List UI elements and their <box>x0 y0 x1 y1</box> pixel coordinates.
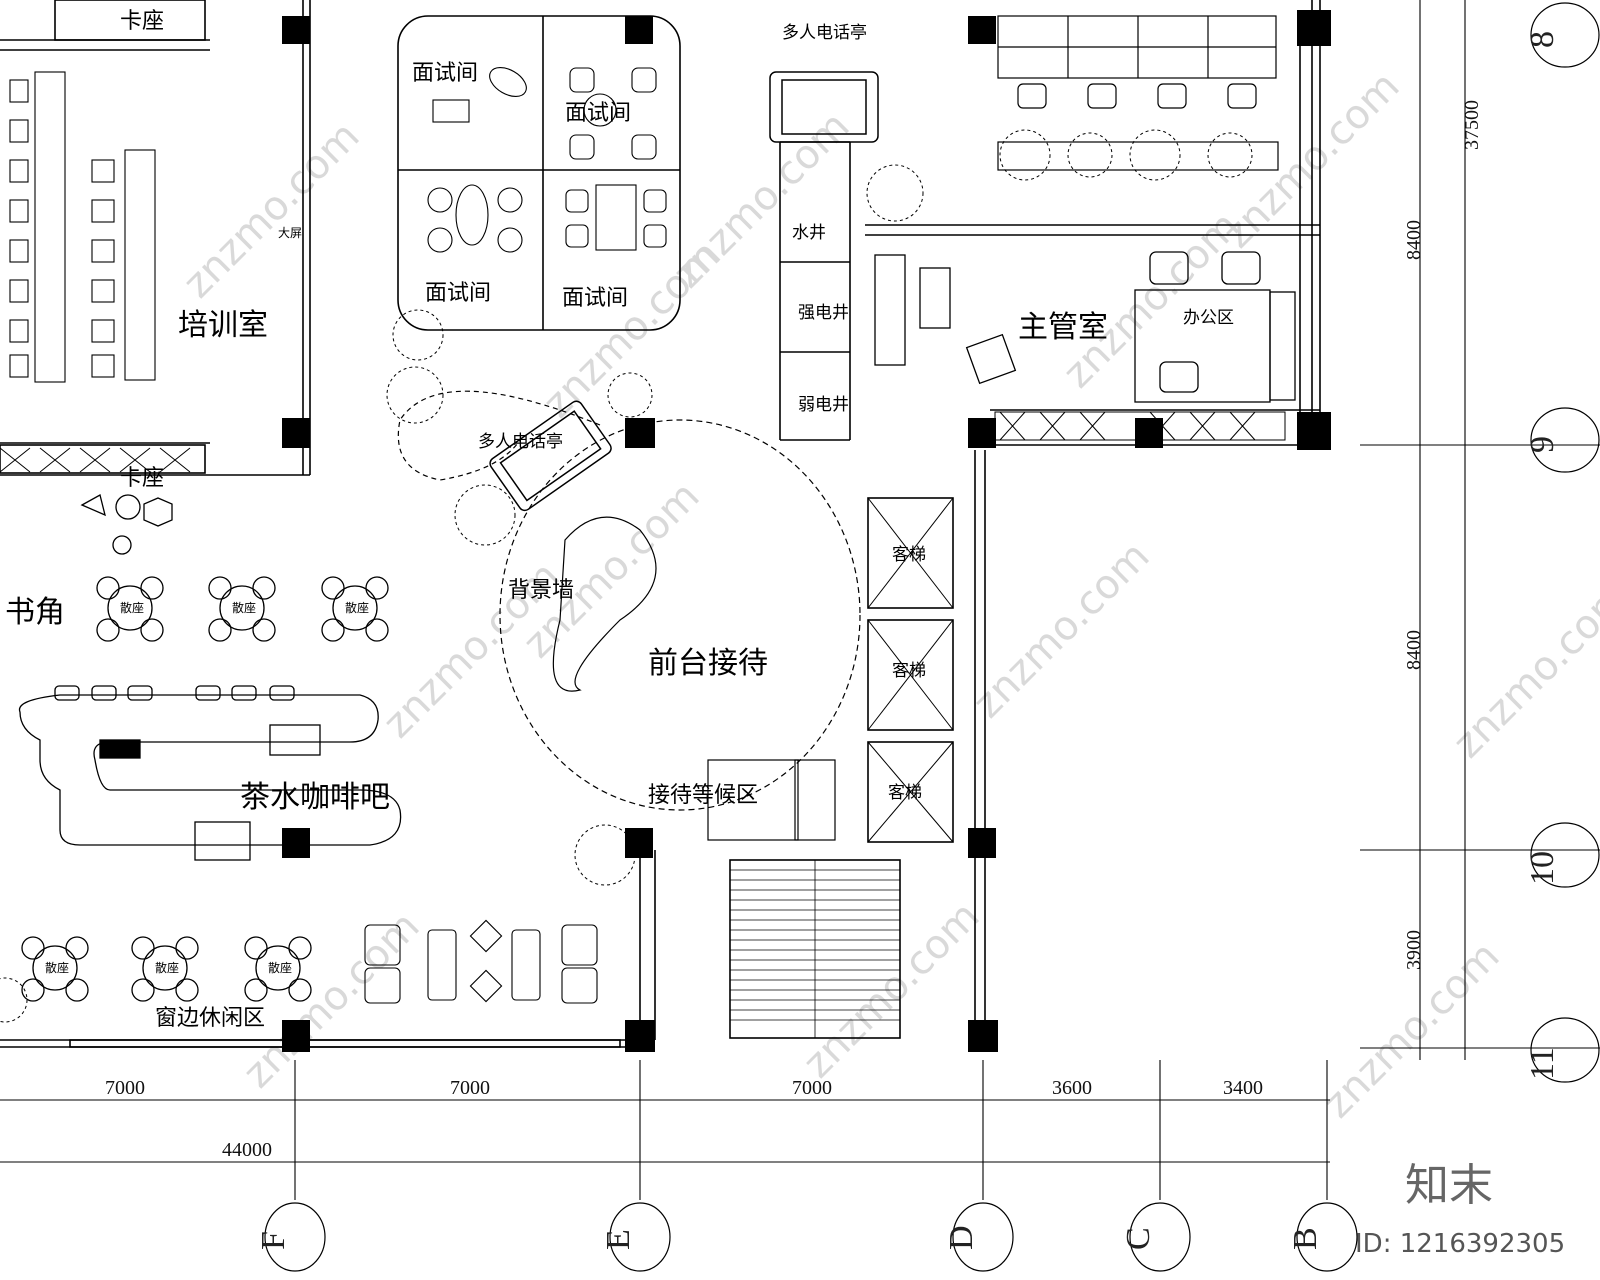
lounge-sofas <box>364 919 598 1004</box>
brand-logo-text: 知末 <box>1405 1160 1493 1211</box>
label-loose-seat: 散座 <box>45 960 69 975</box>
label-big-screen: 大屏 <box>278 226 302 240</box>
label-interview-2: 面试间 <box>565 101 631 126</box>
axis-label-d: D <box>943 1225 980 1250</box>
label-window-lounge: 窗边休闲区 <box>155 1006 265 1031</box>
loose-seat-groups <box>21 494 389 1002</box>
reception-area-outline <box>397 390 861 841</box>
label-book-corner: 书角 <box>5 595 65 630</box>
dim-label-vertical: 37500 <box>1461 100 1483 150</box>
dim-label: 7000 <box>792 1077 832 1099</box>
image-id-text: ID: 1216392305 <box>1355 1229 1565 1259</box>
label-training-room: 培训室 <box>178 308 268 343</box>
axis-label-c: C <box>1120 1227 1157 1250</box>
dim-label-vertical: 3900 <box>1403 930 1425 970</box>
label-loose-seat: 散座 <box>232 600 256 615</box>
axis-label-e: E <box>600 1229 637 1250</box>
label-card-seat-mid: 卡座 <box>120 466 164 491</box>
office-workstations <box>997 15 1279 171</box>
label-phone-booth-top: 多人电话亭 <box>782 23 867 43</box>
dim-label: 3600 <box>1052 1077 1092 1099</box>
dim-label: 7000 <box>450 1077 490 1099</box>
label-card-seat-top: 卡座 <box>120 9 164 34</box>
label-tea-bar: 茶水咖啡吧 <box>240 780 390 815</box>
axis-label-b: B <box>1287 1227 1324 1250</box>
label-loose-seat: 散座 <box>345 600 369 615</box>
watermark: znzmo.com <box>1445 573 1600 767</box>
interview-furniture <box>427 67 667 253</box>
dim-label-vertical: 8400 <box>1403 630 1425 670</box>
axis-label-f: F <box>255 1231 292 1250</box>
watermark: znzmo.com <box>175 113 369 307</box>
watermark: znzmo.com <box>1055 203 1249 397</box>
label-interview-3: 面试间 <box>425 281 491 306</box>
label-loose-seat: 散座 <box>155 960 179 975</box>
label-elevator-3: 客梯 <box>888 783 922 803</box>
label-loose-seat: 散座 <box>268 960 292 975</box>
dimension-labels: 7000 7000 7000 3600 3400 44000 37500 840… <box>105 100 1483 1161</box>
phone-booth-top <box>769 71 879 143</box>
training-furniture <box>9 71 156 383</box>
label-strong-shaft: 强电井 <box>798 303 849 323</box>
seat-petals <box>21 576 389 1002</box>
label-weak-shaft: 弱电井 <box>798 395 849 415</box>
axis-labels: F E D C B 8 9 10 11 <box>255 31 1561 1250</box>
label-elevator-2: 客梯 <box>892 661 926 681</box>
axis-label-11: 11 <box>1524 1047 1561 1080</box>
room-labels: 卡座 面试间 面试间 面试间 面试间 多人电话亭 多人电话亭 大屏 培训室 水井… <box>5 9 1234 1031</box>
dim-label: 7000 <box>105 1077 145 1099</box>
structural-columns <box>282 10 1331 1052</box>
plant-icons <box>0 129 1253 1023</box>
watermark: znzmo.com <box>665 103 859 297</box>
label-phone-booth-mid: 多人电话亭 <box>478 432 563 452</box>
label-water-shaft: 水井 <box>792 223 826 243</box>
label-interview-1: 面试间 <box>412 61 478 86</box>
dim-label-vertical: 8400 <box>1403 220 1425 260</box>
label-office-area: 办公区 <box>1183 308 1234 328</box>
label-reception: 前台接待 <box>648 646 768 681</box>
dim-label: 3400 <box>1223 1077 1263 1099</box>
dim-total: 44000 <box>222 1139 272 1161</box>
walls <box>0 0 1321 1048</box>
tea-bar-counter <box>18 685 402 861</box>
watermark: znzmo.com <box>965 533 1159 727</box>
label-waiting-area: 接待等候区 <box>648 783 758 808</box>
label-elevator-1: 客梯 <box>892 545 926 565</box>
label-background-wall: 背景墙 <box>508 578 574 603</box>
label-interview-4: 面试间 <box>562 286 628 311</box>
dimension-lines <box>0 0 1600 1200</box>
manager-desk <box>874 251 1296 403</box>
axis-label-8: 8 <box>1524 31 1561 48</box>
axis-label-9: 9 <box>1524 436 1561 453</box>
elevator-crosses <box>867 497 954 843</box>
phone-booth-mid <box>489 400 612 512</box>
axis-label-10: 10 <box>1524 851 1561 885</box>
axis-bubbles <box>264 2 1600 1272</box>
stair-treads <box>730 860 900 1038</box>
label-manager-room: 主管室 <box>1018 310 1108 345</box>
label-loose-seat: 散座 <box>120 600 144 615</box>
